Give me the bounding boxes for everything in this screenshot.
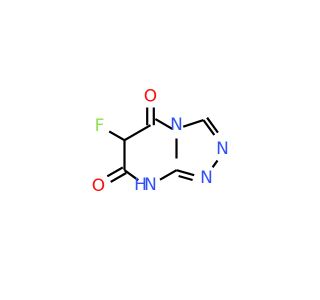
bond-n1-c8a-a (176, 169, 195, 177)
atom-n-bridge-label: N (170, 115, 183, 135)
atom-nh-label: N (144, 175, 157, 195)
atom-f-label: F (95, 116, 105, 136)
atom-n1-label: N (200, 168, 213, 188)
molecule-structure: O F O N H N N N (92, 87, 229, 197)
atom-n2-label: N (216, 139, 229, 159)
bond-c7-o7-b (110, 172, 127, 183)
bond-nh-c7 (123, 169, 139, 182)
bond-c3-n2-b (206, 117, 219, 134)
bond-c6-c5 (123, 124, 152, 142)
bond-n1-c8a-b (178, 174, 193, 182)
bond-n-bridge-c3 (182, 119, 204, 128)
atom-o7-label: O (92, 176, 105, 196)
bond-c8a-nh (159, 169, 178, 181)
bond-c6-f (108, 130, 126, 142)
bond-c5-n-bridge (154, 118, 174, 131)
bond-n2-n1 (211, 159, 219, 168)
atom-o5-label: O (144, 87, 157, 107)
bond-c3-n2-a (202, 119, 216, 136)
bond-c7-o7-a (106, 166, 124, 178)
atom-nh-hydrogen-label: H (134, 175, 147, 195)
